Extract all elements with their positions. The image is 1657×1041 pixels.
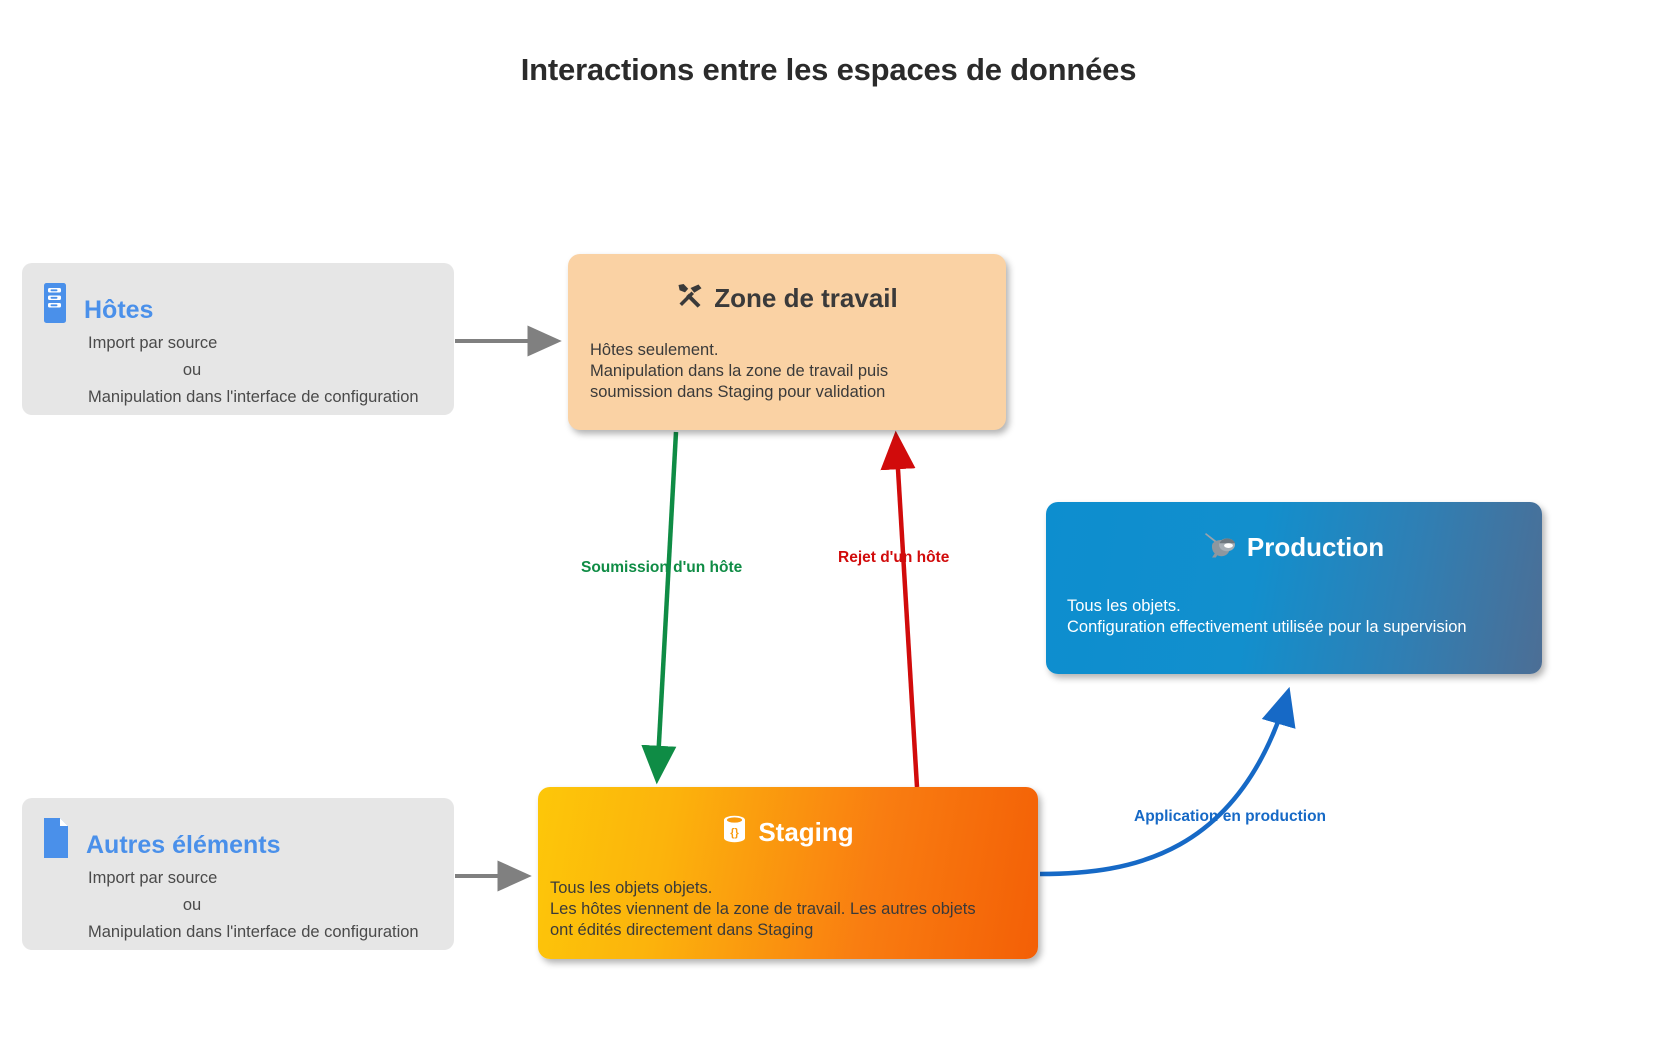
card-staging-body: Tous les objets objets. Les hôtes vienne… bbox=[550, 879, 976, 940]
svg-text:{}: {} bbox=[731, 827, 740, 839]
card-hotes-title: Hôtes bbox=[84, 296, 154, 324]
card-autres-line-3: Manipulation dans l'interface de configu… bbox=[88, 923, 419, 942]
card-production-body: Tous les objets. Configuration effective… bbox=[1067, 597, 1467, 637]
card-autres-title: Autres éléments bbox=[86, 831, 281, 859]
card-zone-de-travail-title: Zone de travail bbox=[714, 283, 898, 313]
card-production: Production Tous les objets. Configuratio… bbox=[1046, 502, 1542, 674]
card-hotes-line-1: Import par source bbox=[88, 334, 218, 352]
edge-workspace-to-staging bbox=[641, 431, 679, 785]
page-title: Interactions entre les espaces de donnée… bbox=[520, 52, 1137, 87]
edge-staging-to-production bbox=[1039, 686, 1296, 877]
card-hotes-line-3: Manipulation dans l'interface de configu… bbox=[88, 388, 419, 407]
card-zone-de-travail-body: Hôtes seulement. Manipulation dans la zo… bbox=[590, 341, 889, 402]
card-hotes-line-2: ou bbox=[182, 361, 202, 380]
card-autres-elements: Autres éléments Import par source ou Man… bbox=[22, 798, 454, 950]
card-autres-line-2: ou bbox=[182, 896, 202, 915]
card-autres-header: Autres éléments bbox=[22, 798, 454, 860]
edge-staging-to-workspace bbox=[880, 430, 920, 788]
card-staging-title-row: {} Staging bbox=[538, 787, 1038, 848]
card-staging: {} Staging Tous les objets objets. Les h… bbox=[538, 787, 1038, 959]
document-icon bbox=[40, 816, 72, 860]
card-zone-de-travail-title-row: Zone de travail bbox=[568, 254, 1006, 313]
edge-label-soumission: Soumission d'un hôte bbox=[581, 559, 743, 576]
card-production-title: Production bbox=[1246, 531, 1385, 562]
edge-label-rejet: Rejet d'un hôte bbox=[838, 549, 950, 566]
card-production-title-row: Production bbox=[1046, 502, 1542, 563]
server-host-icon bbox=[40, 281, 70, 325]
card-staging-title: Staging bbox=[758, 816, 854, 847]
card-zone-de-travail: Zone de travail Hôtes seulement. Manipul… bbox=[568, 254, 1006, 430]
hammer-and-wrench-icon bbox=[676, 283, 703, 313]
card-hotes: Hôtes Import par source ou Manipulation … bbox=[22, 263, 454, 415]
edge-label-application: Application en production bbox=[1134, 808, 1327, 825]
card-hotes-header: Hôtes bbox=[22, 263, 454, 325]
card-autres-line-1: Import par source bbox=[88, 869, 218, 887]
ninja-icon bbox=[1204, 530, 1236, 563]
database-braces-icon: {} bbox=[722, 815, 747, 848]
